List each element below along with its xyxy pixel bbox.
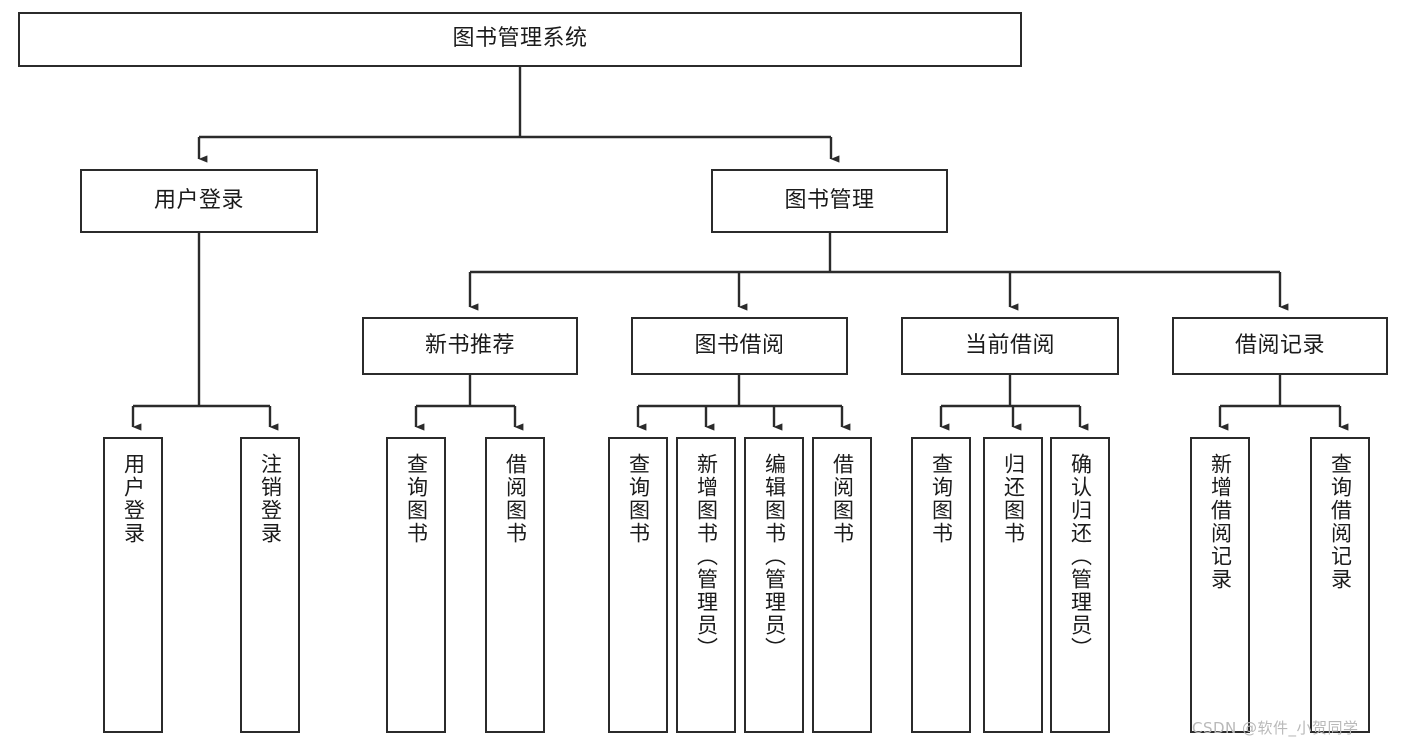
node-leaf-user-login[interactable]: 用户登录 (103, 437, 163, 733)
node-leaf-query-book-2[interactable]: 查询图书 (608, 437, 668, 733)
csdn-watermark: CSDN @软件_小贺同学 (1192, 719, 1359, 737)
node-leaf-query-record[interactable]: 查询借阅记录 (1310, 437, 1370, 733)
node-leaf-user-logout[interactable]: 注销登录 (240, 437, 300, 733)
node-user-login[interactable]: 用户登录 (80, 169, 318, 233)
node-root-label: 图书管理系统 (452, 26, 588, 52)
node-leaf-add-book-label: 新增图书（管理员） (694, 453, 719, 660)
node-leaf-user-login-label: 用户登录 (121, 453, 146, 545)
node-leaf-borrow-book-2-label: 借阅图书 (830, 453, 855, 545)
node-leaf-query-book-3-label: 查询图书 (929, 453, 954, 545)
node-new-book-recommend[interactable]: 新书推荐 (362, 317, 578, 375)
node-leaf-confirm-return-label: 确认归还（管理员） (1068, 453, 1093, 660)
node-current-borrow-label: 当前借阅 (964, 332, 1055, 358)
node-current-borrow[interactable]: 当前借阅 (901, 317, 1119, 375)
node-leaf-query-book-1-label: 查询图书 (404, 453, 429, 545)
node-leaf-add-record-label: 新增借阅记录 (1208, 453, 1233, 591)
node-new-book-recommend-label: 新书推荐 (424, 332, 515, 358)
node-root[interactable]: 图书管理系统 (18, 12, 1022, 67)
node-leaf-borrow-book-1[interactable]: 借阅图书 (485, 437, 545, 733)
node-book-borrow[interactable]: 图书借阅 (631, 317, 848, 375)
node-leaf-edit-book-label: 编辑图书（管理员） (762, 453, 787, 660)
node-book-borrow-label: 图书借阅 (694, 332, 785, 358)
node-book-manage-label: 图书管理 (784, 187, 875, 213)
node-leaf-return-book-label: 归还图书 (1001, 453, 1026, 545)
node-leaf-user-logout-label: 注销登录 (258, 453, 283, 545)
node-leaf-query-record-label: 查询借阅记录 (1328, 453, 1353, 591)
node-borrow-record[interactable]: 借阅记录 (1172, 317, 1388, 375)
node-leaf-add-record[interactable]: 新增借阅记录 (1190, 437, 1250, 733)
node-user-login-label: 用户登录 (153, 187, 244, 213)
node-leaf-borrow-book-1-label: 借阅图书 (503, 453, 528, 545)
node-leaf-query-book-1[interactable]: 查询图书 (386, 437, 446, 733)
node-leaf-add-book[interactable]: 新增图书（管理员） (676, 437, 736, 733)
node-leaf-query-book-3[interactable]: 查询图书 (911, 437, 971, 733)
node-leaf-return-book[interactable]: 归还图书 (983, 437, 1043, 733)
node-leaf-borrow-book-2[interactable]: 借阅图书 (812, 437, 872, 733)
node-leaf-edit-book[interactable]: 编辑图书（管理员） (744, 437, 804, 733)
node-book-manage[interactable]: 图书管理 (711, 169, 948, 233)
node-leaf-confirm-return[interactable]: 确认归还（管理员） (1050, 437, 1110, 733)
node-leaf-query-book-2-label: 查询图书 (626, 453, 651, 545)
node-borrow-record-label: 借阅记录 (1234, 332, 1325, 358)
